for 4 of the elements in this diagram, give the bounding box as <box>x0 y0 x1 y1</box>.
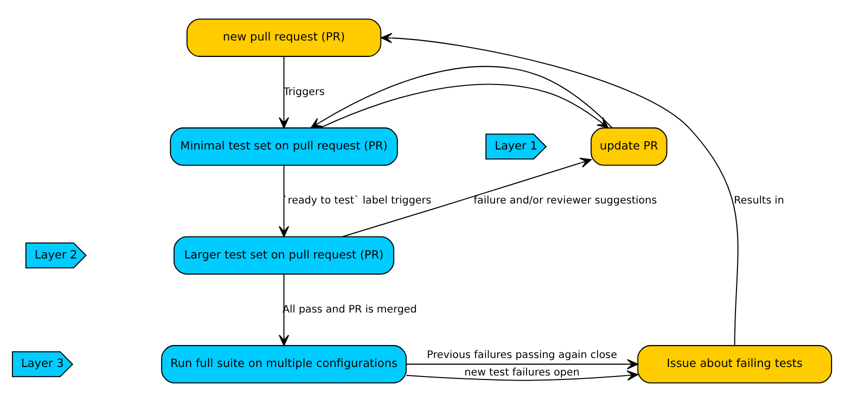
edge-label: failure and/or reviewer suggestions <box>474 194 657 206</box>
edge-label: Results in <box>734 194 784 206</box>
edge-label: Previous failures passing again close <box>426 348 618 360</box>
edge-label: new test failures open <box>464 366 580 378</box>
